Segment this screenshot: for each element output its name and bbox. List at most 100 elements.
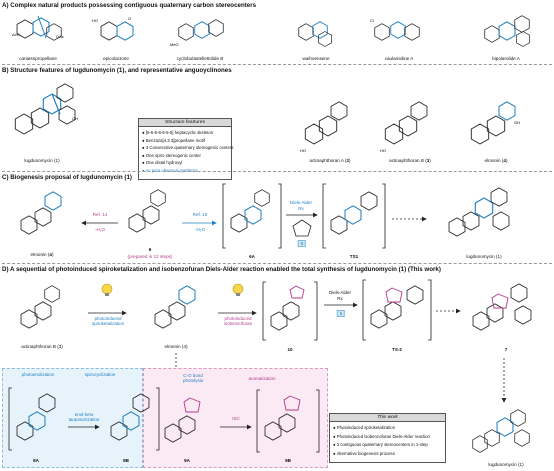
- feature-item: ● Benzaza[4.3.3]propellane motif: [142, 137, 206, 143]
- molecule-elmonin-c: [20, 191, 62, 235]
- arrow-enol-keto: [68, 424, 100, 430]
- svg-text:HO: HO: [380, 148, 386, 153]
- label-photoenolization: photoenolization: [21, 372, 55, 377]
- feature-item: ● One spiro stereogenic center: [142, 152, 201, 158]
- label-9a: 9A: [184, 458, 190, 463]
- rx-label-d: Rx: [337, 296, 343, 301]
- label-6a: 6A: [249, 254, 255, 259]
- bulb-icon: [101, 283, 113, 296]
- label-enol-keto: enol-keto tautomerization: [68, 412, 100, 423]
- this-work-item: ● Photoinduced spiroketalization: [333, 425, 396, 430]
- ref10-h2o: -H₂O: [195, 227, 205, 232]
- feature-item: ● [6-6-5-6-6-5-5] heptacyclic skeleton: [142, 130, 214, 135]
- this-work-item: ● 3 contiguous quaternary stereocenters …: [333, 442, 428, 448]
- this-work-title: This work: [330, 414, 445, 422]
- molecule-cariatsnpropellane: AcO OAc: [12, 15, 64, 41]
- svg-text:OH: OH: [72, 116, 78, 121]
- molecule-6: [128, 189, 166, 233]
- bracket-ts2: [362, 279, 432, 341]
- feature-item: ● 3 Consecutive quaternary stereogenic c…: [142, 145, 234, 151]
- svg-text:OAc: OAc: [56, 34, 64, 39]
- label-10: 10: [287, 347, 293, 352]
- svg-text:OH: OH: [514, 120, 520, 125]
- badge-5-c: 5: [297, 240, 307, 247]
- label-elmonin-c: elmonin (4): [30, 252, 54, 257]
- arrow-ref14: [81, 220, 118, 226]
- arrow-dashed-c: [392, 216, 427, 222]
- label-8b: 8B: [123, 458, 129, 463]
- svg-text:MeO: MeO: [170, 42, 179, 47]
- label-ts2: TS-2: [392, 347, 402, 352]
- divider: [2, 263, 552, 264]
- bracket-6a: [222, 183, 282, 249]
- section-d-title: D) A sequential of photoinduced spiroket…: [2, 266, 441, 273]
- this-work-box: This work ● Photoinduced spiroketalizati…: [329, 413, 446, 463]
- arrow-isobenzofuran: [218, 310, 257, 316]
- label-aromatization: aromatization: [248, 376, 276, 381]
- badge-5-d: 5: [336, 310, 346, 317]
- arrow-diels-alder-d: [324, 302, 358, 308]
- features-title: Structure feartures: [139, 119, 231, 127]
- ref14-label: Ref. 14: [92, 212, 108, 217]
- label-bipolarolide: bipolarolide A: [492, 56, 520, 61]
- label-7: 7: [504, 347, 508, 352]
- label-lugdunomycin-c: lugdunomycin (1): [466, 254, 502, 259]
- rx-label-c: Rx: [298, 206, 304, 211]
- label-actinaphthoran-b-d: actinaphthoran B (3): [21, 344, 63, 349]
- features-box: Structure feartures ● [6-6-5-6-6-5-5] he…: [138, 118, 234, 180]
- label-elmonin-d: elmonin (4): [164, 344, 188, 349]
- label-isc: ISC: [232, 416, 240, 421]
- svg-text:HO: HO: [300, 148, 306, 153]
- section-a-title: A) Complex natural products possessing c…: [2, 2, 257, 9]
- label-lugdunomycin-d: lugdunomycin (1): [488, 462, 524, 467]
- label-6: 6: [148, 247, 152, 252]
- label-spiroketalization: photoinduced spiroketalization: [91, 316, 125, 327]
- label-elmonin: elmonin (4): [484, 158, 508, 163]
- bracket-8a: [8, 387, 56, 451]
- ref10-label: Ref. 10: [192, 212, 208, 217]
- molecule-lugdunomycin-d: [472, 409, 530, 453]
- label-9b: 9B: [285, 458, 291, 463]
- label-cariatsnpropellane: cariatsnpropellane: [19, 56, 57, 61]
- label-isobenzofuran: photoinduced isobenzofuran: [223, 316, 253, 327]
- bracket-9b: [256, 389, 320, 453]
- molecule-7: [472, 283, 532, 331]
- arrow-dashed-d: [436, 308, 461, 314]
- svg-text:AcO: AcO: [12, 32, 20, 37]
- label-epicolactone: epicolactone: [103, 56, 129, 61]
- section-b-title: B) Structure features of lugdunomycin (1…: [2, 67, 232, 74]
- ref14-h2o: -H₂O: [95, 227, 105, 232]
- molecule-9a: [164, 397, 201, 443]
- label-actinaphthoran-a: actinaphthoran A (2): [309, 158, 351, 163]
- label-caulamidine: caulamidine A: [384, 56, 414, 61]
- svg-text:O: O: [128, 16, 131, 21]
- arrow-ref10: [182, 220, 217, 226]
- label-co-bond: C-O bond photolysis: [182, 373, 203, 384]
- bracket-8b: [110, 387, 160, 451]
- molecule-actinaphthoran-b-d: [20, 285, 60, 329]
- molecule-lugdunomycin-c: [448, 187, 510, 237]
- label-8a: 8A: [33, 458, 39, 463]
- this-work-item: ● Alternative biogenesis process: [333, 450, 395, 456]
- label-spirocyclization: spirocyclization: [84, 372, 116, 377]
- svg-text:HO: HO: [92, 18, 98, 23]
- molecule-lugdunomycin-b: OH: [14, 83, 78, 135]
- divider: [2, 64, 552, 65]
- molecule-5-c: [292, 219, 312, 237]
- feature-item: ● no prior chemical synthesis: [142, 167, 198, 173]
- molecule-epicolactone: HO O: [92, 16, 134, 41]
- diels-alder-label-c: Diels-Alder: [289, 200, 313, 205]
- molecule-actinaphthoran-a: HO: [300, 101, 348, 153]
- molecule-elmonin: OH: [470, 101, 520, 145]
- molecule-caulamidine: Cl: [370, 18, 420, 41]
- label-waihoensene: waihoensene: [302, 56, 330, 61]
- label-prepared: (prepared in 12 steps): [127, 254, 173, 259]
- label-cyclobutastellettolide: cyclobutastellettolide B: [176, 56, 224, 61]
- mechanism-panel-pink: [143, 368, 328, 468]
- svg-text:Cl: Cl: [370, 18, 374, 23]
- mechanism-panel-blue: [2, 368, 143, 468]
- arrow-isc: [220, 424, 252, 430]
- bracket-10: [262, 281, 318, 341]
- molecule-cyclobutastellettolide: MeO: [170, 19, 224, 47]
- arrow-diels-alder-c: [286, 212, 318, 218]
